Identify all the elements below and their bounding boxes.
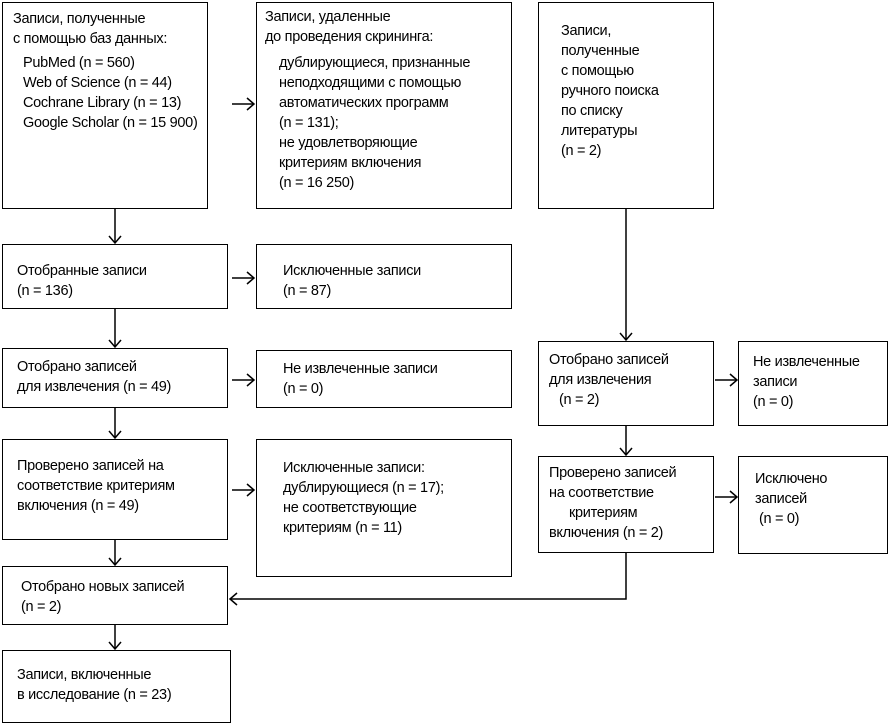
removed-heading-2: до проведения скрининга: [265,29,434,45]
arrowhead-db-to-screened [108,235,122,245]
screened-excluded-label: Исключенные записи [283,263,421,279]
assessed-line-2: соответствие критериям [17,478,175,494]
arrowhead-screened-to-sought [108,339,122,349]
removed-item-6: критериям включения [279,155,422,171]
arrowhead-manual-to-sought [619,332,633,342]
box-included-records: Записи, включенные в исследование (n = 2… [2,650,231,723]
arrowhead-sought-to-not-retrieved [246,373,256,387]
box-manual-sought: Отобрано записей для извлечения (n = 2) [538,341,714,426]
arrowhead-manual-assessed-to-new [228,592,238,606]
assessed-excluded-line-2: дублирующиеся (n = 17); [283,480,444,496]
box-manual-search: Записи, полученные с помощью ручного пои… [538,2,714,209]
manual-assessed-line-3: критериям [569,505,638,521]
manual-sought-line-2: для извлечения [549,372,652,388]
new-records-count: (n = 2) [21,599,62,615]
removed-item-3: автоматических программ [279,95,449,111]
removed-heading-1: Записи, удаленные [265,9,391,25]
sought-label: Отобрано записей [17,359,137,375]
screened-count: (n = 136) [17,283,73,299]
box-manual-not-retrieved: Не извлеченные записи (n = 0) [738,341,888,426]
box-screened-records: Отобранные записи (n = 136) [2,244,228,309]
manual-sought-line-3: (n = 2) [559,392,600,408]
removed-item-7: (n = 16 250) [279,175,354,191]
not-retrieved-count: (n = 0) [283,381,324,397]
arrowhead-assessed-to-excluded [246,483,256,497]
box-not-retrieved: Не извлеченные записи (n = 0) [256,350,512,408]
included-line-2: в исследование (n = 23) [17,687,172,703]
assessed-line-3: включения (n = 49) [17,498,139,514]
new-records-label: Отобрано новых записей [21,579,185,595]
removed-item-1: дублирующиеся, признанные [279,55,471,71]
removed-item-4: (n = 131); [279,115,339,131]
arrow-manual-assessed-to-new [231,553,627,600]
manual-line-2: полученные [561,43,640,59]
manual-excluded-line-1: Исключено [755,471,828,487]
box-screened-excluded: Исключенные записи (n = 87) [256,244,512,309]
assessed-excluded-line-4: критериям (n = 11) [283,520,402,536]
manual-line-4: ручного поиска [561,83,659,99]
arrowhead-manual-sought-to-assessed [619,447,633,457]
manual-not-retrieved-line-1: Не извлеченные [753,354,860,370]
arrowhead-assessed-to-new [108,557,122,567]
assessed-line-1: Проверено записей на [17,458,164,474]
arrowhead-manual-assessed-to-excluded [729,490,739,504]
box-assessed-eligibility: Проверено записей на соответствие критер… [2,439,228,540]
box-manual-excluded: Исключено записей (n = 0) [738,456,888,554]
sought-count: для извлечения (n = 49) [17,379,172,395]
screened-excluded-count: (n = 87) [283,283,331,299]
box-removed-before-screening: Записи, удаленные до проведения скрининг… [256,2,512,209]
arrowhead-manual-sought-to-not-retrieved [729,373,739,387]
db-records-heading-2: с помощью баз данных: [13,31,168,47]
not-retrieved-label: Не извлеченные записи [283,361,438,377]
box-sought-retrieval: Отобрано записей для извлечения (n = 49) [2,348,228,408]
assessed-excluded-line-1: Исключенные записи: [283,460,425,476]
manual-excluded-line-2: записей [755,491,807,507]
removed-item-5: не удовлетворяющие [279,135,418,151]
manual-line-3: с помощью [561,63,634,79]
arrowhead-new-to-included [108,641,122,651]
db-source-pubmed: PubMed (n = 560) [23,55,135,71]
screened-label: Отобранные записи [17,263,147,279]
manual-not-retrieved-line-2: записи [753,374,798,390]
db-records-heading-1: Записи, полученные [13,11,146,27]
included-line-1: Записи, включенные [17,667,152,683]
manual-not-retrieved-line-3: (n = 0) [753,394,794,410]
db-source-cochrane: Cochrane Library (n = 13) [23,95,182,111]
box-assessed-excluded: Исключенные записи: дублирующиеся (n = 1… [256,439,512,577]
arrowhead-screened-to-excluded [246,271,256,285]
db-source-scholar: Google Scholar (n = 15 900) [23,115,198,131]
manual-assessed-line-1: Проверено записей [549,465,677,481]
db-source-wos: Web of Science (n = 44) [23,75,172,91]
manual-excluded-line-3: (n = 0) [759,511,800,527]
manual-assessed-line-4: включения (n = 2) [549,525,664,541]
manual-line-7: (n = 2) [561,143,602,159]
manual-assessed-line-2: на соответствие [549,485,654,501]
manual-line-6: литературы [561,123,638,139]
box-new-records: Отобрано новых записей (n = 2) [2,566,228,625]
manual-line-1: Записи, [561,23,612,39]
box-manual-assessed: Проверено записей на соответствие критер… [538,456,714,553]
manual-line-5: по списку [561,103,623,119]
removed-item-2: неподходящими с помощью [279,75,462,91]
box-database-records: Записи, полученные с помощью баз данных:… [2,2,208,209]
arrowhead-db-to-removed [246,97,256,111]
assessed-excluded-line-3: не соответствующие [283,500,417,516]
arrowhead-sought-to-assessed [108,430,122,440]
manual-sought-line-1: Отобрано записей [549,352,669,368]
